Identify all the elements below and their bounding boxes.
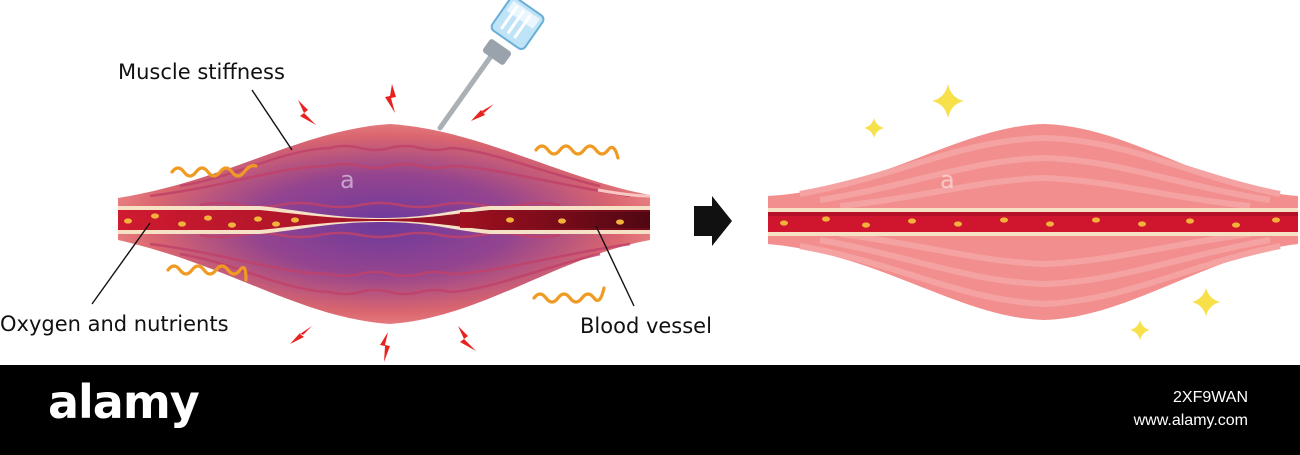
healthy-blood-vessel: [768, 208, 1298, 236]
oxygen-nutrients-label: Oxygen and nutrients: [0, 312, 229, 336]
stiff-muscle: [118, 124, 651, 324]
svg-text:a: a: [340, 166, 355, 194]
sparkle-icon: [864, 118, 884, 138]
acupuncture-needle-icon: [437, 0, 545, 131]
squiggle-icon: [170, 164, 258, 178]
muscle-stiffness-label: Muscle stiffness: [118, 60, 285, 84]
stiff-blood-vessel: [118, 206, 650, 234]
watermark-footer: alamy 2XF9WAN www.alamy.com: [0, 365, 1300, 455]
lightning-icon: [298, 100, 316, 125]
right-arrow-icon: [694, 196, 732, 246]
label-leader-lines: [91, 89, 635, 307]
pain-lightning-icons: [290, 84, 494, 362]
sparkle-icon: [1192, 288, 1220, 316]
watermark-marks: a a: [340, 166, 955, 194]
healthy-muscle-fibers: [799, 134, 1281, 308]
healthy-nutrient-dots: [780, 216, 1280, 228]
lightning-icon: [385, 84, 396, 113]
image-id: 2XF9WAN: [1173, 389, 1248, 406]
squiggle-icon: [534, 144, 620, 160]
stress-squiggle-icons: [166, 144, 620, 304]
site-url: www.alamy.com: [1133, 412, 1248, 429]
sparkle-icons: [864, 84, 1220, 340]
squiggle-icon: [532, 286, 606, 304]
muscle-diagram: a a: [91, 0, 1298, 362]
sparkle-icon: [932, 84, 964, 118]
blood-vessel-label: Blood vessel: [580, 314, 712, 338]
stiff-nutrient-dots: [124, 213, 624, 228]
lightning-icon: [471, 104, 494, 121]
lightning-icon: [458, 326, 476, 351]
squiggle-icon: [166, 264, 248, 282]
healthy-muscle: [768, 124, 1298, 320]
sparkle-icon: [1130, 320, 1150, 340]
svg-text:a: a: [940, 166, 955, 194]
lightning-icon: [380, 332, 390, 362]
alamy-logo: alamy: [48, 375, 200, 429]
lightning-icon: [290, 326, 312, 344]
